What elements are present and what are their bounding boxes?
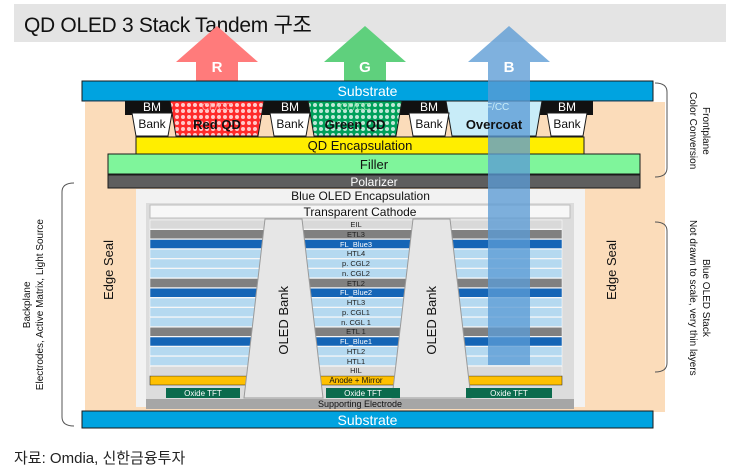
- oxide-tft-3: [466, 388, 552, 398]
- bm-label-4: BM: [558, 100, 576, 114]
- overcoat-label: Overcoat: [465, 116, 523, 132]
- stack-layer: [149, 288, 563, 298]
- stack-layer-label: EIL: [350, 220, 362, 229]
- edge-seal-right-label: Edge Seal: [603, 240, 619, 300]
- stack-layer-label: ETL 1: [346, 327, 366, 337]
- oxide-tft-label-2: Oxide TFT: [344, 388, 382, 398]
- stack-layer-label: ETL2: [347, 278, 365, 288]
- stack-layer-label: HTL3: [346, 298, 366, 307]
- oxide-tft-1: [166, 388, 240, 398]
- green-qd-label: Green QD: [324, 116, 386, 132]
- blue-light-arrow: [468, 26, 550, 365]
- transparent-cathode-label: Transparent Cathode: [303, 204, 417, 219]
- supporting-electrode: [146, 399, 574, 409]
- stack-layer-label: HTL1: [346, 356, 366, 366]
- stack-layer-label: ETL3: [347, 229, 365, 239]
- transparent-cathode: [149, 204, 571, 219]
- qd-encapsulation-label: QD Encapsulation: [307, 138, 413, 153]
- stack-layer: [149, 356, 563, 366]
- frontplane-brace: [654, 82, 668, 178]
- stack-layer: [149, 219, 563, 230]
- source-note: 자료: Omdia, 신한금융투자: [14, 450, 186, 467]
- backplane-label: Backplane Electrodes, Active Matrix, Lig…: [12, 185, 56, 425]
- anode-mirror-label: Anode + Mirror: [329, 376, 383, 385]
- cf-label-green: CF/CC: [339, 101, 371, 113]
- bank-3: [408, 112, 450, 137]
- arrow-label-r: R: [211, 58, 223, 76]
- stack-layer-label: HIL: [350, 366, 362, 376]
- backplane-title: Backplane: [22, 281, 33, 329]
- stack-layer: [149, 258, 563, 269]
- frontplane-subtitle: Color Conversion: [687, 92, 698, 170]
- arrow-label-g: G: [359, 58, 371, 76]
- stack-layer: [149, 307, 563, 317]
- stack-layer: [149, 229, 563, 239]
- oled-bank-left: [243, 218, 324, 399]
- bank-1: [131, 112, 173, 137]
- blue-oled-stack-subtitle: Not drawn to scale, very thin layers: [687, 220, 698, 376]
- bank-label-2: Bank: [276, 117, 304, 131]
- stack-layer: [149, 317, 563, 327]
- stack-layer-label: HTL4: [346, 249, 366, 259]
- bottom-substrate: [81, 410, 654, 429]
- stack-layer-label: FL_Blue2: [339, 288, 373, 298]
- blue-stack-brace: [654, 221, 668, 373]
- bottom-substrate-label: Substrate: [337, 411, 398, 428]
- bank-2: [269, 112, 311, 137]
- bank-label-4: Bank: [553, 117, 581, 131]
- bank-label-3: Bank: [415, 117, 443, 131]
- oxide-tft-label-1: Oxide TFT: [184, 388, 222, 398]
- stack-layer-label: p. CGL1: [342, 307, 370, 317]
- stack-layer-label: HTL2: [346, 346, 366, 356]
- blue-oled-stack-label: Blue OLED Stack Not drawn to scale, very…: [675, 220, 723, 376]
- bm-label-3: BM: [420, 100, 438, 114]
- stack-layer: [149, 336, 563, 347]
- cf-label-blue: CF/CC: [478, 101, 510, 113]
- bm-label-2: BM: [281, 100, 299, 114]
- stack-layer: [149, 249, 563, 259]
- backplane-subtitle: Electrodes, Active Matrix, Light Source: [35, 219, 46, 391]
- stack-layer-label: n. CGL2: [342, 268, 370, 278]
- stack-layer-label: n. CGL 1: [341, 317, 371, 327]
- blue-oled-encapsulation-label: Blue OLED Encapsulation: [291, 189, 430, 203]
- oxide-tft-2: [326, 388, 400, 398]
- stack-layer-label: FL_Blue1: [339, 337, 373, 346]
- frontplane-title: Frontplane: [700, 107, 711, 155]
- anode-mirror: [149, 375, 563, 386]
- edge-seal-left-label: Edge Seal: [100, 240, 116, 300]
- blue-oled-stack-title: Blue OLED Stack: [700, 259, 711, 337]
- green-qd-well: [307, 100, 403, 137]
- red-qd-label: Red QD: [193, 116, 241, 132]
- stack-layer-label: p. CGL2: [342, 259, 370, 268]
- stack-layer: [149, 327, 563, 337]
- bank-label-1: Bank: [138, 117, 166, 131]
- stack-layer: [149, 278, 563, 288]
- oled-bank-right-label: OLED Bank: [423, 285, 439, 355]
- polarizer-label: Polarizer: [350, 174, 398, 189]
- oled-bank-left-label: OLED Bank: [275, 285, 291, 355]
- cf-label-red: CF/CC: [201, 101, 233, 113]
- bank-4: [546, 112, 588, 137]
- stack-layer: [149, 346, 563, 356]
- red-qd-well: [169, 100, 265, 137]
- stack-layer: [149, 268, 563, 278]
- frontplane-label: Frontplane Color Conversion: [675, 83, 723, 179]
- page-title: QD OLED 3 Stack Tandem 구조: [24, 14, 312, 37]
- arrow-label-b: B: [503, 58, 515, 76]
- supporting-electrode-label: Supporting Electrode: [317, 399, 403, 409]
- oxide-tft-label-3: Oxide TFT: [490, 388, 528, 398]
- stack-layer: [149, 239, 563, 249]
- stack-layers: [149, 219, 563, 376]
- filler-label: Filler: [359, 156, 389, 172]
- backplane-brace: [61, 182, 75, 427]
- stack-layer: [149, 297, 563, 308]
- red-light-arrow: [176, 26, 258, 96]
- green-light-arrow: [324, 26, 406, 96]
- bm-label-1: BM: [143, 100, 161, 114]
- top-substrate-label: Substrate: [337, 83, 398, 99]
- stack-layer-label: FL_Blue3: [339, 239, 373, 249]
- stack-layer: [149, 366, 563, 376]
